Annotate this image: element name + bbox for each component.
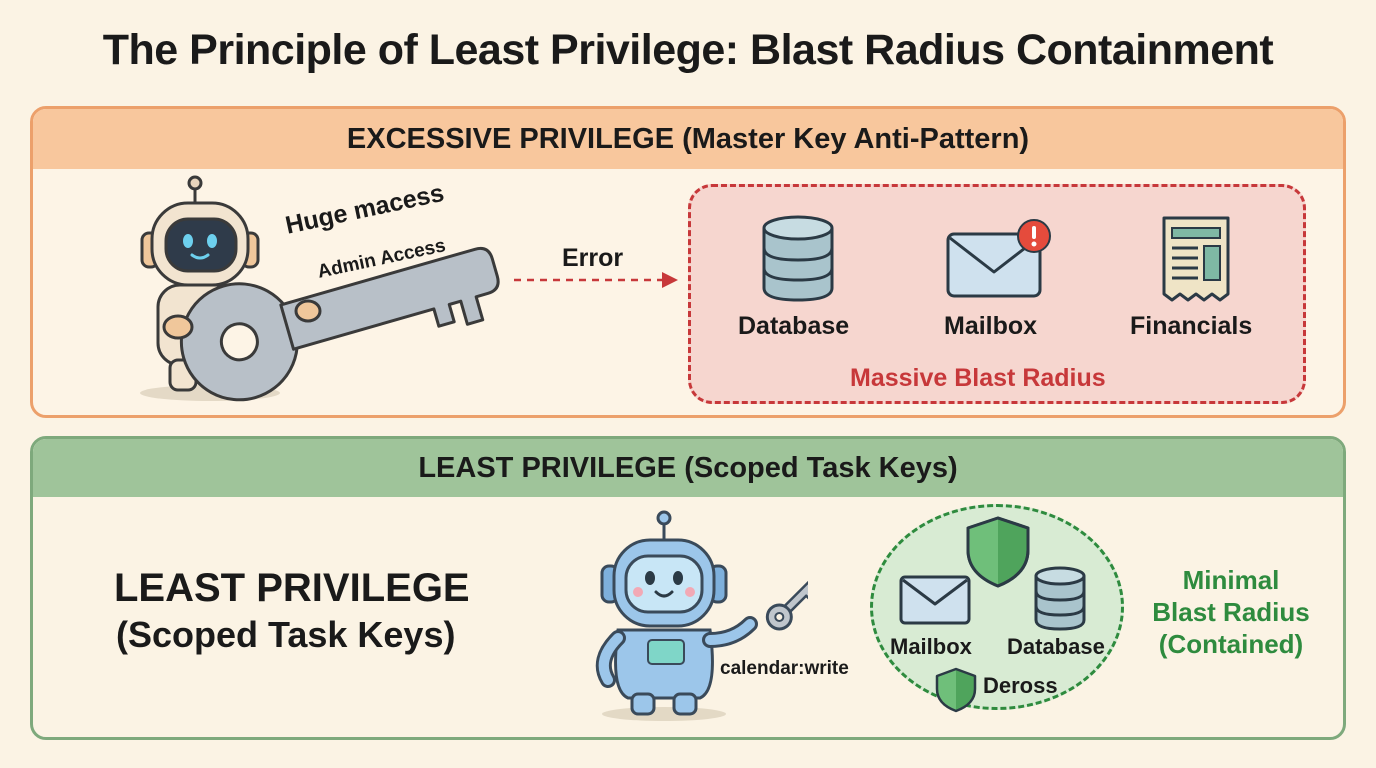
zone-label-deross: Deross	[983, 673, 1058, 698]
scoped-key-label: calendar:write	[720, 658, 849, 679]
massive-blast-label: Massive Blast Radius	[850, 364, 1106, 392]
envelope-icon	[899, 575, 971, 625]
zone-label-mailbox: Mailbox	[890, 634, 972, 659]
shield-icon	[966, 516, 1030, 588]
minimal-blast-label: Minimal Blast Radius (Contained)	[1136, 564, 1326, 660]
zone-label-database: Database	[1007, 634, 1105, 659]
database-icon	[762, 215, 834, 302]
resource-label-financials: Financials	[1130, 312, 1253, 340]
database-icon-small	[1034, 566, 1086, 631]
ledger-icon	[1162, 216, 1230, 302]
least-privilege-header: LEAST PRIVILEGE (Scoped Task Keys)	[33, 439, 1343, 497]
resource-label-database: Database	[738, 312, 850, 340]
robot-scoped-key-illustration	[595, 510, 808, 721]
least-privilege-subtitle: (Scoped Task Keys)	[116, 614, 456, 655]
minimal-blast-line-3: (Contained)	[1158, 629, 1304, 659]
shield-small-icon	[935, 667, 977, 713]
envelope-alert-icon	[946, 219, 1051, 298]
resource-label-mailbox: Mailbox	[944, 312, 1038, 340]
robot-master-key-illustration	[140, 175, 500, 402]
minimal-blast-line-2: Blast Radius	[1152, 597, 1310, 627]
error-arrow	[514, 272, 678, 288]
minimal-blast-line-1: Minimal	[1182, 565, 1280, 595]
page-title: The Principle of Least Privilege: Blast …	[102, 26, 1274, 74]
excessive-privilege-header: EXCESSIVE PRIVILEGE (Master Key Anti-Pat…	[33, 109, 1343, 169]
error-arrow-label: Error	[562, 244, 624, 272]
least-privilege-title: LEAST PRIVILEGE	[114, 566, 470, 610]
